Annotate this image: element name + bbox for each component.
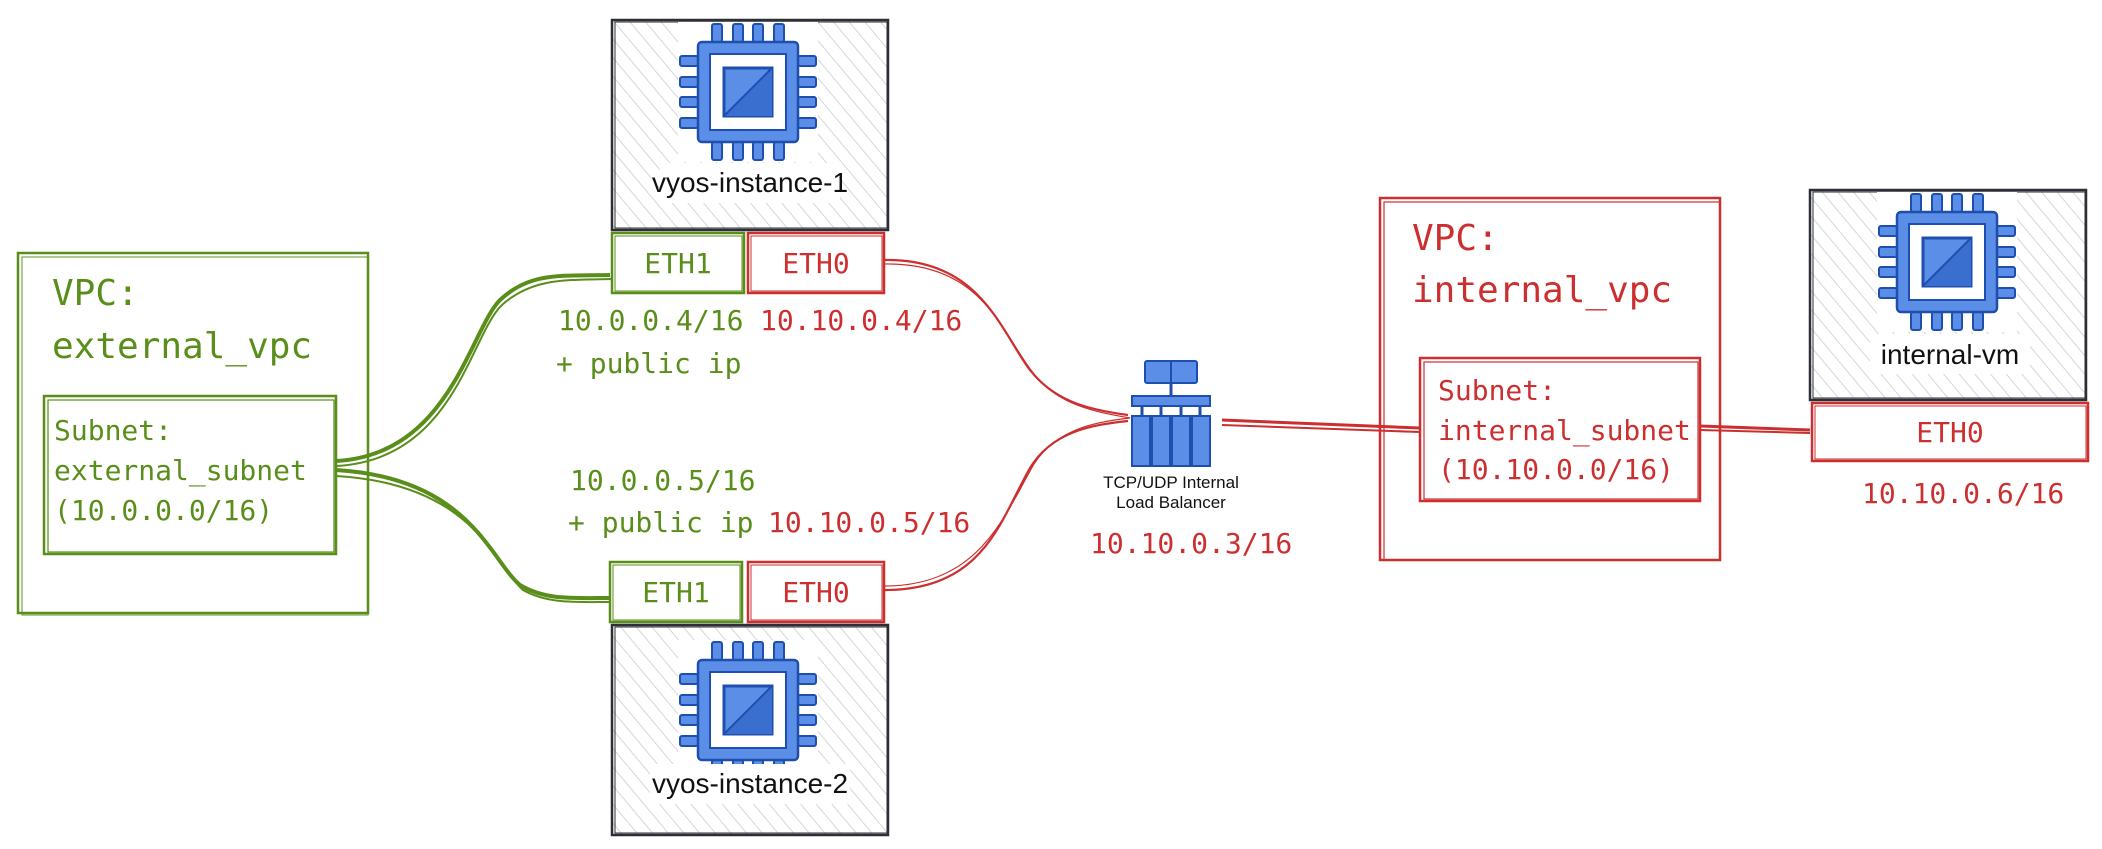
vyos2-eth1-extra: + public ip [568,506,753,539]
internal-subnet-line3: (10.10.0.0/16) [1438,453,1674,486]
vyos1-eth0-port[interactable]: ETH0 [746,231,886,295]
external-subnet-line1: Subnet: [54,414,172,447]
vyos1-eth1-ip: 10.0.0.4/16 [558,304,743,337]
load-balancer[interactable]: TCP/UDP Internal Load Balancer [1103,360,1239,512]
link-external-subnet-vyos1 [335,273,611,463]
internal-vpc-title-line1: VPC: [1412,218,1499,259]
vyos2-name: vyos-instance-2 [652,768,848,799]
external-subnet: Subnet: external_subnet (10.0.0.0/16) [42,394,338,556]
cpu-chip-icon [1877,192,2017,332]
internal-vpc-title-line2: internal_vpc [1412,270,1672,311]
lb-ip: 10.10.0.3/16 [1090,527,1292,560]
vyos2-eth1-port[interactable]: ETH1 [608,560,744,624]
link-internal-subnet-vm [1699,424,1811,432]
lb-label-line1: TCP/UDP Internal [1103,473,1239,492]
vyos2-eth1-ip: 10.0.0.5/16 [570,464,755,497]
link-vyos1-lb [883,258,1129,417]
internal-vm-eth0-label: ETH0 [1916,416,1983,449]
internal-vpc: VPC: internal_vpc Subnet: internal_subne… [1378,196,1722,562]
link-vyos2-lb [883,419,1129,592]
connection-lines [335,258,1811,604]
internal-vm[interactable]: internal-vm [1808,188,2088,402]
vyos2-eth1-label: ETH1 [642,576,709,609]
vyos1-name: vyos-instance-1 [652,167,848,198]
external-vpc-title-line1: VPC: [52,273,139,314]
external-subnet-line2: external_subnet [54,454,307,488]
link-lb-internal-subnet [1221,418,1421,430]
vyos2-eth0-ip: 10.10.0.5/16 [768,506,970,539]
vyos2-eth0-label: ETH0 [782,576,849,609]
external-subnet-line3: (10.0.0.0/16) [54,494,273,527]
vyos1-eth1-extra: + public ip [556,347,741,380]
external-vpc-title-line2: external_vpc [52,326,312,367]
vyos1-eth1-label: ETH1 [644,247,711,280]
internal-subnet: Subnet: internal_subnet (10.10.0.0/16) [1418,356,1702,503]
internal-subnet-line2: internal_subnet [1438,414,1691,448]
vyos1-eth1-port[interactable]: ETH1 [610,231,746,295]
vyos1-eth0-label: ETH0 [782,247,849,280]
lb-label-line2: Load Balancer [1116,493,1226,512]
vyos-instance-2[interactable]: vyos-instance-2 [610,623,890,837]
cpu-chip-icon [678,22,818,162]
cpu-chip-icon [678,640,818,780]
internal-vm-eth0-port[interactable]: ETH0 [1810,401,2090,463]
internal-vm-name: internal-vm [1881,339,2019,370]
load-balancer-icon [1131,360,1211,467]
external-vpc: VPC: external_vpc Subnet: external_subne… [16,251,370,616]
vyos-instance-1[interactable]: vyos-instance-1 [610,18,890,232]
vyos2-eth0-port[interactable]: ETH0 [746,560,886,624]
internal-vm-eth0-ip: 10.10.0.6/16 [1862,477,2064,510]
vyos1-eth0-ip: 10.10.0.4/16 [760,304,962,337]
internal-subnet-line1: Subnet: [1438,374,1556,407]
